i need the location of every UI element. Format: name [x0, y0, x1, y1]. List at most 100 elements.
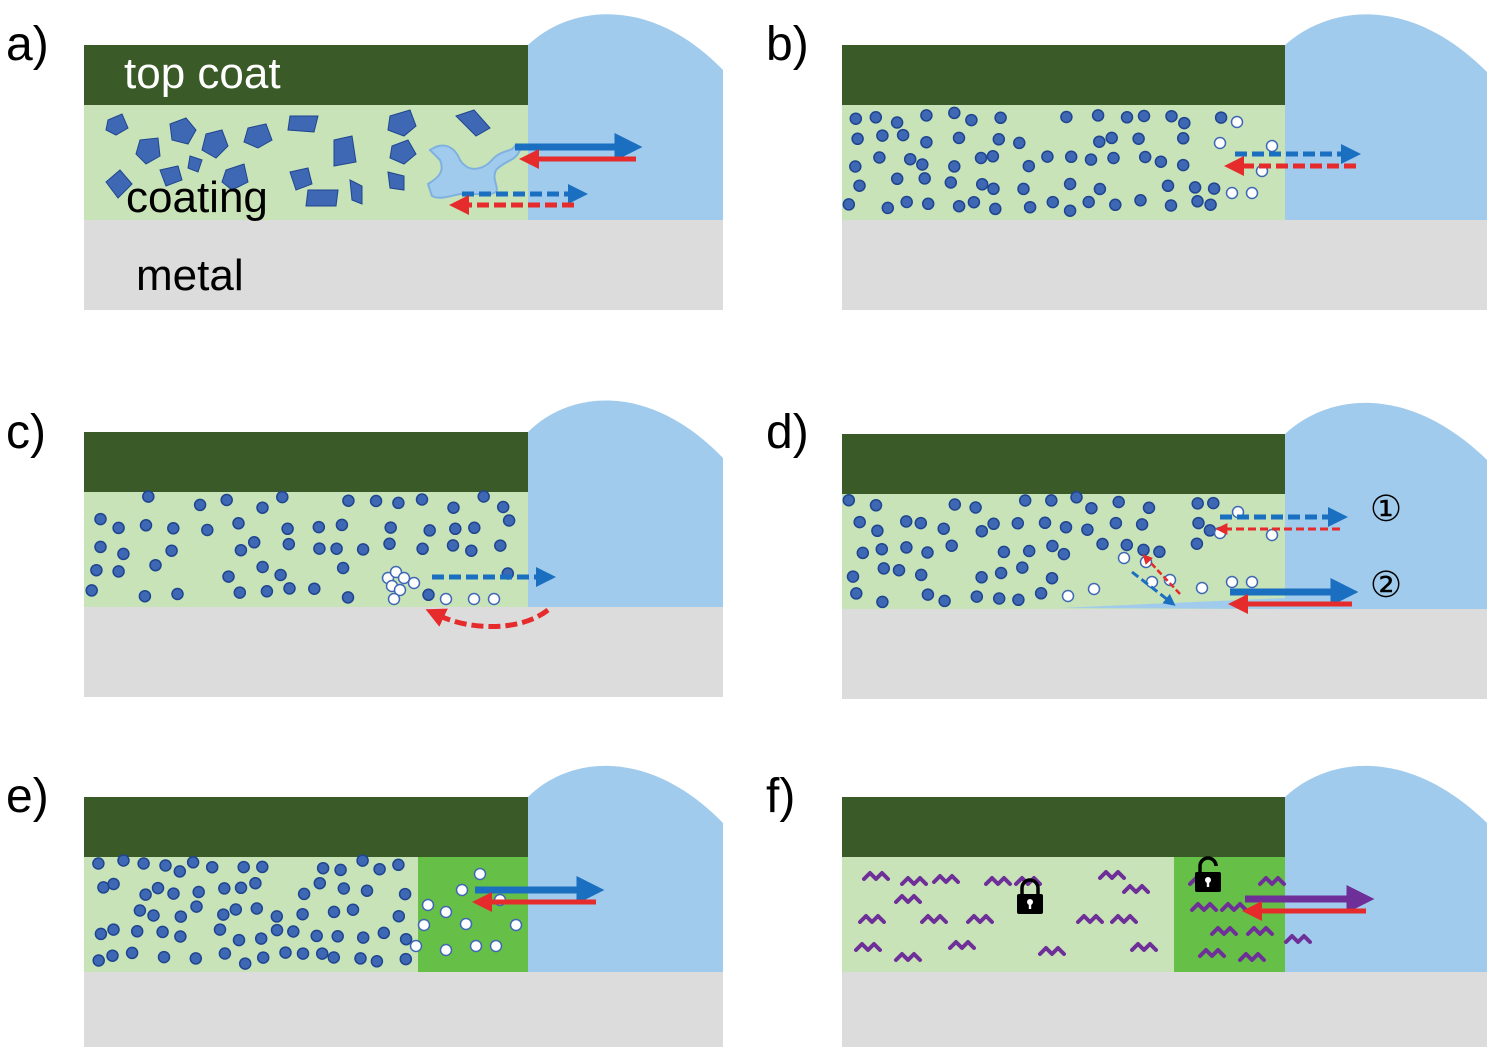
inhibitor-dot: [1012, 593, 1025, 607]
inhibitor-dot: [1046, 195, 1060, 209]
locked-padlock-icon: [1017, 878, 1043, 914]
metal-substrate: [842, 220, 1487, 310]
top-coat-layer: [84, 797, 528, 857]
inhibitor-dot: [234, 881, 248, 895]
inhibitor-dot: [1142, 501, 1156, 515]
inhibitor-dot: [1085, 501, 1098, 515]
inhibitor-dot: [869, 499, 883, 512]
released-inhibitor-dot: [1265, 528, 1279, 542]
inhibitor-dot: [237, 860, 250, 874]
inhibitor-dot: [900, 541, 913, 554]
top-coat-layer: [842, 797, 1285, 857]
released-inhibitor-dot: [1225, 186, 1239, 200]
inhibitor-dot: [370, 955, 384, 968]
inhibitor-dot: [256, 951, 270, 964]
inhibitor-dot: [392, 496, 405, 510]
released-inhibitor-dot: [469, 939, 483, 953]
inhibitor-dots: [842, 106, 1279, 217]
released-inhibitor-dot: [509, 918, 523, 932]
inhibitor-dot: [952, 131, 966, 145]
inhibitor-dot: [139, 519, 153, 532]
inhibitor-dot: [877, 562, 891, 575]
inhibitor-dot: [171, 587, 184, 601]
inhibitor-dot: [987, 517, 1000, 531]
inhibitor-dot: [1207, 182, 1221, 195]
inhibitor-dot: [1034, 587, 1048, 600]
inhibitor-dot: [174, 910, 188, 923]
inhibitor-dot: [149, 558, 162, 572]
electrolyte-droplet: [1285, 402, 1487, 494]
inhibitor-dot: [312, 520, 326, 534]
inhibitor-dot: [1091, 109, 1105, 122]
inhibitor-dot: [354, 952, 367, 965]
inhibitor-dot: [1013, 136, 1026, 150]
panel-e: e): [6, 765, 723, 1047]
inhibitor-dot: [186, 856, 200, 869]
smart-inhibitor-squiggle: [966, 914, 994, 924]
inhibitor-dot: [856, 546, 870, 560]
inhibitor-dot: [876, 595, 889, 609]
inhibitor-dot: [1082, 195, 1095, 209]
smart-inhibitor-squiggle: [862, 871, 890, 881]
inhibitor-dot: [313, 876, 327, 890]
inhibitor-dot: [156, 925, 169, 939]
inhibitor-dot: [1161, 179, 1175, 193]
electrolyte-droplet: [528, 400, 723, 492]
inhibitor-dot: [975, 524, 989, 538]
inhibitor-dot: [138, 589, 152, 603]
inhibitor-dot: [853, 515, 866, 529]
coating-label: coating: [126, 173, 268, 222]
smart-inhibitor-squiggle: [1076, 914, 1104, 924]
inhibitor-dot: [334, 863, 347, 877]
inhibitor-dot: [1045, 494, 1058, 507]
released-inhibitor-dot: [1195, 581, 1209, 595]
inhibitor-dot: [494, 539, 507, 552]
inhibitor-dot: [1164, 199, 1178, 212]
inhibitor-dot: [384, 521, 397, 534]
inhibitor-dot: [1176, 158, 1190, 172]
smart-inhibitor-squiggle: [894, 894, 922, 904]
inhibitor-dot: [965, 113, 978, 127]
smart-inhibitor-squiggle: [1210, 926, 1238, 936]
panel-label-f: f): [766, 770, 795, 823]
smart-inhibitor-squiggle: [900, 876, 928, 886]
released-inhibitor-dot: [397, 571, 411, 585]
released-inhibitor-dot: [439, 592, 453, 606]
inhibitor-dot: [356, 854, 369, 867]
inhibitor-dot: [1188, 181, 1202, 194]
inhibitor-dot: [193, 498, 207, 512]
electrolyte-region: [528, 492, 723, 607]
inhibitor-dot: [1191, 497, 1204, 510]
inhibitor-dot: [234, 543, 248, 557]
inhibitor-dot: [360, 884, 374, 897]
inhibitor-dot: [279, 946, 292, 959]
inhibitor-dot: [287, 925, 300, 938]
inhibitor-dot: [238, 957, 252, 970]
inhibitor-dot: [1093, 135, 1106, 148]
inhibitor-dot: [1132, 132, 1145, 145]
inhibitor-dot: [256, 860, 269, 874]
inhibitor-dot: [1070, 491, 1083, 504]
inhibitor-dot: [1081, 523, 1094, 536]
released-inhibitor-dot: [489, 939, 503, 953]
inhibitor-dot: [416, 542, 429, 556]
inhibitor-dot: [1022, 544, 1036, 558]
inhibitor-dot: [130, 925, 144, 938]
inhibitor-dot: [342, 494, 355, 507]
inhibitor-dot: [890, 116, 904, 129]
inhibitor-dot: [914, 516, 928, 530]
inhibitor-dot: [137, 857, 150, 870]
inhibitor-dot: [944, 176, 958, 189]
released-inhibitor-dot: [1265, 139, 1279, 153]
inhibitor-dot: [232, 933, 246, 947]
inhibitor-dot: [992, 133, 1006, 146]
top-coat-layer: [842, 45, 1285, 105]
inhibitor-dot: [94, 540, 107, 554]
diffusion-arrow-dashed-blue: [1131, 570, 1176, 606]
inhibitor-dot: [315, 947, 329, 960]
inhibitor-dot: [281, 522, 294, 536]
inhibitor-dot: [1063, 177, 1077, 191]
inhibitor-dot: [90, 563, 103, 577]
inhibitor-dot: [373, 862, 386, 876]
